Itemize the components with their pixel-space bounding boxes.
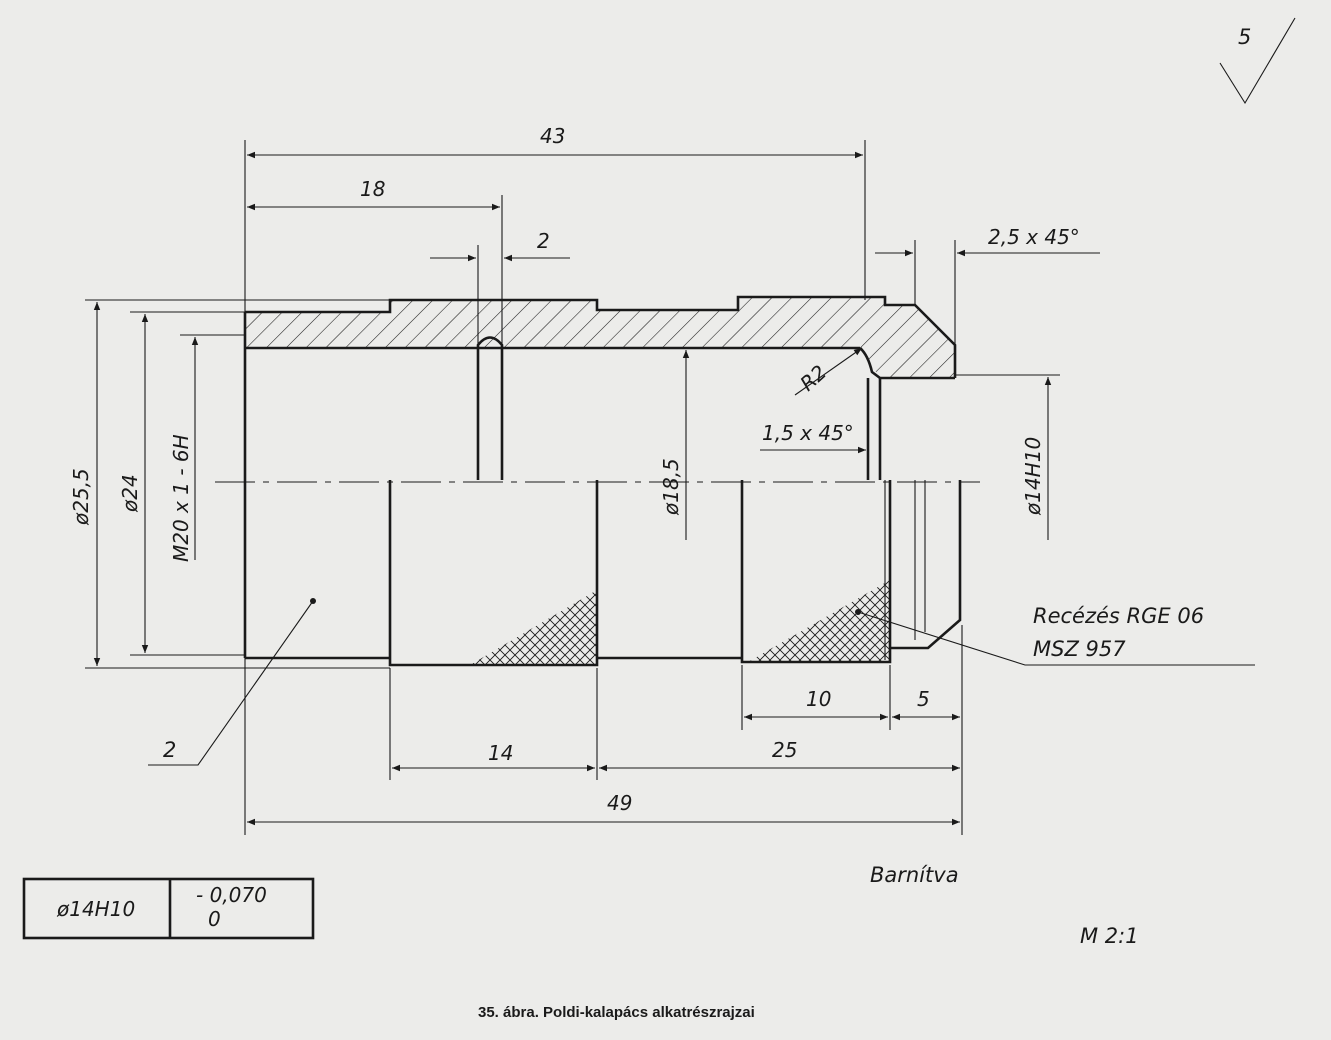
dim-end-length: 5 <box>917 687 930 711</box>
leader-lines <box>148 598 1255 766</box>
dim-thread-length: 18 <box>360 177 385 201</box>
scale-note: M 2:1 <box>1080 924 1139 948</box>
figure-caption: 35. ábra. Poldi-kalapács alkatrészrajzai <box>478 1004 755 1021</box>
dim-bore: ø18,5 <box>659 458 683 516</box>
tolerance-table: ø14H10 - 0,070 0 <box>22 877 315 940</box>
dim-right-section: 25 <box>772 738 797 762</box>
tolerance-lower: 0 <box>208 907 221 931</box>
section-hatching <box>245 297 955 378</box>
roughness-value: 5 <box>1238 25 1251 49</box>
dim-chamfer-inner: 1,5 x 45° <box>762 421 854 445</box>
dim-thread-spec: M20 x 1 - 6H <box>169 434 193 562</box>
knurled-areas <box>470 580 890 665</box>
knurling-note-line1: Recézés RGE 06 <box>1033 604 1204 628</box>
tolerance-upper: - 0,070 <box>196 883 267 907</box>
knurling-note-line2: MSZ 957 <box>1033 637 1126 661</box>
dim-diameter-24: ø24 <box>118 474 142 513</box>
dim-groove-width: 2 <box>537 229 550 253</box>
part-number-label: 2 <box>163 738 176 762</box>
tolerance-fit: ø14H10 <box>56 897 135 921</box>
dim-chamfer-outer: 2,5 x 45° <box>988 225 1080 249</box>
dim-bore-small: ø14H10 <box>1021 437 1045 516</box>
dim-overall-bottom: 49 <box>607 791 632 815</box>
dim-left-section: 14 <box>488 741 513 765</box>
dim-overall-top: 43 <box>540 124 565 148</box>
extension-lines <box>85 140 1060 835</box>
dim-diameter-outer: ø25,5 <box>69 468 93 526</box>
surface-roughness-symbol: 5 <box>1219 17 1296 105</box>
dim-knurl-length: 10 <box>806 687 831 711</box>
finish-note: Barnítva <box>870 863 959 887</box>
dimension-lines <box>93 151 1100 826</box>
